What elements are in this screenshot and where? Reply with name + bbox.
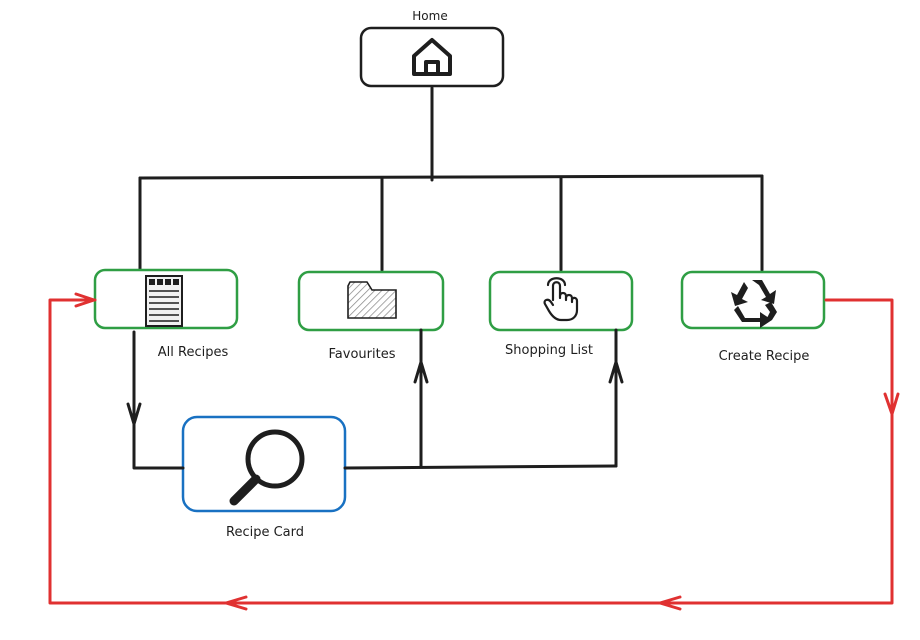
document-list-icon xyxy=(145,275,183,327)
arrow-left-icon xyxy=(224,595,248,611)
arrow-up-icon xyxy=(413,360,429,384)
all-recipes-node[interactable] xyxy=(93,268,239,330)
arrow-down-icon xyxy=(126,402,142,426)
all-recipes-label: All Recipes xyxy=(158,345,229,360)
home-icon xyxy=(412,38,452,76)
recipe-card-label: Recipe Card xyxy=(226,525,304,540)
home-node[interactable] xyxy=(359,26,505,88)
create-recipe-label: Create Recipe xyxy=(719,349,810,364)
arrow-left-icon xyxy=(658,595,682,611)
magnifier-icon xyxy=(229,429,305,506)
favourites-node[interactable] xyxy=(297,270,445,332)
create-recipe-node[interactable] xyxy=(680,270,826,330)
home-label: Home xyxy=(412,9,447,23)
arrow-right-icon xyxy=(74,292,96,308)
arrow-down-icon xyxy=(883,392,900,416)
hierarchy-connectors xyxy=(138,86,764,272)
pointer-hand-icon xyxy=(543,277,579,322)
recipe-card-node[interactable] xyxy=(181,415,347,513)
recycle-icon xyxy=(731,280,777,328)
shopping-list-label: Shopping List xyxy=(505,343,593,358)
folder-icon xyxy=(347,281,397,319)
create-recipe-return-loop xyxy=(48,292,900,611)
arrow-up-icon xyxy=(608,360,624,384)
shopping-list-node[interactable] xyxy=(488,270,634,332)
recipe-flow-connectors xyxy=(126,328,624,470)
favourites-label: Favourites xyxy=(329,347,396,362)
